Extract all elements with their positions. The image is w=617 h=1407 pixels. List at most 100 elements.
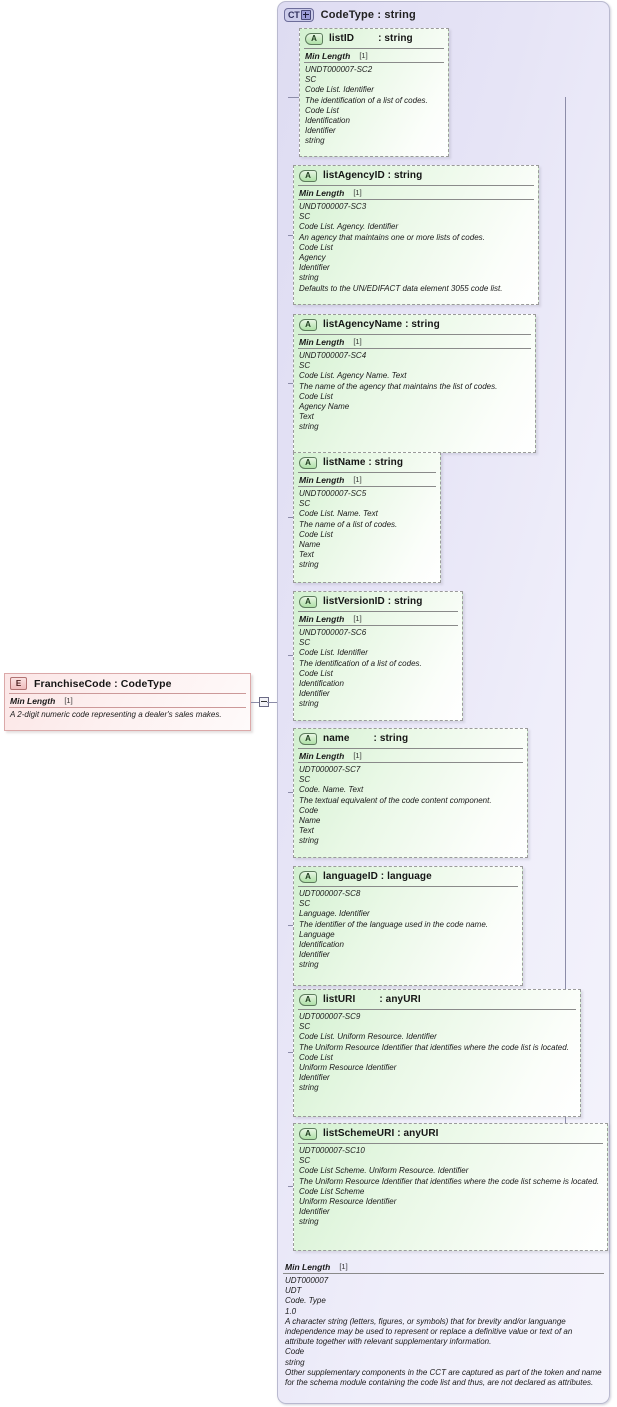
attribute-divider-2 bbox=[298, 762, 523, 763]
attribute-doc-line: Name bbox=[299, 816, 321, 826]
attribute-doc-line: SC bbox=[299, 1156, 311, 1166]
tree-branch bbox=[288, 1052, 293, 1053]
attribute-doc-line: string bbox=[299, 1217, 319, 1227]
attribute-doc-line: Code List Scheme. Uniform Resource. Iden… bbox=[299, 1166, 469, 1176]
attribute-doc-line: The name of the agency that maintains th… bbox=[299, 381, 498, 391]
attribute-doc-line: Identifier bbox=[299, 689, 330, 699]
element-divider bbox=[9, 693, 246, 694]
attribute-divider bbox=[298, 334, 531, 335]
attribute-doc-line: string bbox=[299, 422, 319, 432]
attribute-doc-line: Language bbox=[299, 929, 335, 939]
attribute-divider bbox=[304, 48, 444, 49]
attribute-doc-line: Identifier bbox=[299, 1207, 330, 1217]
attribute-facet-label: Min Length bbox=[299, 187, 345, 198]
attribute-doc-line: string bbox=[299, 273, 319, 283]
attribute-divider bbox=[298, 472, 436, 473]
attribute-name: listName : string bbox=[323, 457, 404, 468]
element-header: E FranchiseCode : CodeType bbox=[5, 674, 250, 693]
attribute-doc-line: Code List. Agency Name. Text bbox=[299, 371, 407, 381]
attribute-divider bbox=[298, 1143, 603, 1144]
attribute-doc-line: Identifier bbox=[299, 1073, 330, 1083]
attribute-icon: A bbox=[299, 595, 317, 608]
attribute-doc-line: The identification of a list of codes. bbox=[305, 95, 428, 105]
connector-stub-left bbox=[251, 702, 260, 703]
attribute-divider bbox=[298, 748, 523, 749]
complextype-box-codetype[interactable]: CT CodeType : string Min Length [1] UDT0… bbox=[277, 1, 610, 1404]
tree-branch bbox=[288, 792, 293, 793]
attribute-type: : string bbox=[373, 733, 409, 744]
complextype-facet-min-length: Min Length [1] bbox=[283, 1260, 604, 1273]
attribute-type: : anyURI bbox=[379, 994, 421, 1005]
attribute-doc-line: Code List. Identifier bbox=[305, 85, 374, 95]
attribute-doc-line: SC bbox=[299, 1022, 311, 1032]
attribute-doc-line: Language. Identifier bbox=[299, 909, 370, 919]
attribute-doc-line: An agency that maintains one or more lis… bbox=[299, 232, 485, 242]
attribute-doc-line: The Uniform Resource Identifier that ide… bbox=[299, 1176, 600, 1186]
complextype-doc-line: UDT bbox=[285, 1286, 302, 1296]
attribute-icon: A bbox=[299, 993, 317, 1006]
attribute-icon: A bbox=[299, 870, 317, 883]
attribute-doc-line: UDT000007-SC8 bbox=[299, 889, 361, 898]
attribute-doc-line: Code List bbox=[299, 242, 333, 252]
attribute-doc-line: Uniform Resource Identifier bbox=[299, 1063, 397, 1073]
attribute-doc-line: SC bbox=[299, 638, 311, 648]
attribute-type: : string bbox=[378, 33, 413, 44]
plus-icon[interactable] bbox=[300, 10, 311, 20]
attribute-doc-line: Code List bbox=[299, 529, 333, 539]
attribute-divider bbox=[298, 1009, 576, 1010]
complextype-icon-label: CT bbox=[288, 10, 300, 20]
attribute-doc-line: Identification bbox=[299, 940, 344, 950]
element-divider-2 bbox=[9, 707, 246, 708]
attribute-doc-line: string bbox=[299, 1083, 319, 1093]
attribute-doc-line: UNDT000007-SC5 bbox=[299, 489, 367, 498]
attribute-icon: A bbox=[305, 32, 323, 45]
attribute-facet-min-length: Min Length[1] bbox=[294, 335, 535, 348]
attribute-divider bbox=[298, 886, 518, 887]
attribute-facet-cardinality: [1] bbox=[353, 337, 362, 346]
complextype-icon[interactable]: CT bbox=[284, 8, 314, 22]
attribute-doc-line: Code List. Identifier bbox=[299, 648, 368, 658]
attribute-facet-cardinality: [1] bbox=[359, 51, 368, 60]
attribute-facet-cardinality: [1] bbox=[353, 751, 362, 760]
element-facet-cardinality: [1] bbox=[64, 696, 73, 705]
complextype-doc-line: A character string (letters, figures, or… bbox=[285, 1316, 573, 1347]
element-box-franchisecode[interactable]: E FranchiseCode : CodeType Min Length [1… bbox=[4, 673, 251, 731]
attribute-doc-line: SC bbox=[299, 212, 311, 222]
attribute-doc-line: Code List. Name. Text bbox=[299, 509, 378, 519]
attribute-doc-line: SC bbox=[299, 361, 311, 371]
attribute-doc-line: string bbox=[299, 960, 319, 970]
attribute-divider-2 bbox=[298, 625, 458, 626]
attribute-name: listAgencyID : string bbox=[323, 170, 423, 181]
tree-branch bbox=[288, 97, 299, 98]
attribute-doc-line: The identifier of the language used in t… bbox=[299, 919, 489, 929]
complextype-doc-line: UDT000007 bbox=[285, 1276, 329, 1285]
attribute-icon: A bbox=[299, 456, 317, 469]
attribute-doc-line: The identification of a list of codes. bbox=[299, 658, 422, 668]
complextype-header: CT CodeType : string bbox=[284, 6, 416, 24]
element-facet-min-length: Min Length [1] bbox=[5, 694, 250, 707]
attribute-divider bbox=[298, 611, 458, 612]
attribute-facet-min-length: Min Length[1] bbox=[300, 49, 448, 62]
element-icon: E bbox=[10, 677, 27, 690]
attribute-name: name bbox=[323, 733, 350, 744]
